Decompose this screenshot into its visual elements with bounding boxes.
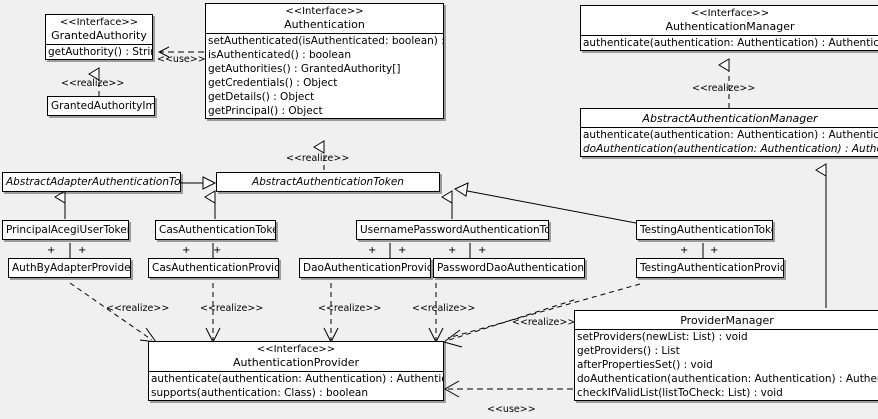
- edge-label-realize-cas-authentication-provider: <<realize>>: [200, 303, 264, 314]
- operations-compartment: authenticate(authentication: Authenticat…: [581, 36, 878, 50]
- compartment-divider: [581, 127, 878, 128]
- edge-generalize-testing-authentication-token: [453, 182, 637, 224]
- class-authentication-provider[interactable]: <<Interface>> AuthenticationProvider aut…: [148, 341, 444, 401]
- class-name-label: CasAuthenticationProvider: [152, 262, 278, 274]
- operation-row: checkIfValidList(listToCheck: List) : vo…: [577, 387, 783, 399]
- class-name-label: DaoAuthenticationProvider: [303, 262, 430, 274]
- class-testing-authentication-provider[interactable]: TestingAuthenticationProvider: [636, 258, 784, 278]
- association-marker-plus: +: [710, 245, 719, 256]
- class-auth-by-adapter-provider[interactable]: AuthByAdapterProvider: [8, 258, 131, 278]
- class-name-label: PasswordDaoAuthenticationProvider: [437, 262, 584, 274]
- stereotype-label: <<Interface>>: [285, 6, 364, 17]
- edge-label-realize-abstract-authentication-token: <<realize>>: [286, 153, 350, 164]
- operation-row: getAuthority() : String: [48, 46, 152, 58]
- association-marker-plus: +: [182, 245, 191, 256]
- stereotype-label: <<Interface>>: [690, 8, 770, 19]
- class-name-label: AbstractAuthenticationManager: [642, 112, 818, 125]
- operation-row: doAuthentication(authentication: Authent…: [577, 373, 878, 385]
- class-abstract-authentication-manager[interactable]: AbstractAuthenticationManager authentica…: [580, 108, 878, 157]
- association-marker-plus: +: [448, 245, 457, 256]
- edge-label-realize-abstract-authentication-manager: <<realize>>: [692, 83, 756, 94]
- class-name-label: TestingAuthenticationToken: [640, 224, 772, 236]
- edge-label-use-provider-manager: <<use>>: [487, 404, 536, 415]
- association-marker-plus: +: [680, 245, 689, 256]
- operation-row: isAuthenticated() : boolean: [208, 49, 351, 61]
- operations-compartment: getAuthority() : String: [46, 45, 152, 59]
- association-marker-plus: +: [368, 245, 377, 256]
- edge-label-realize-granted-authority-impl: <<realize>>: [61, 78, 125, 89]
- class-name-label: GrantedAuthorityImpl: [51, 100, 154, 112]
- class-name-label: AbstractAuthenticationToken: [252, 176, 404, 188]
- operation-row: getAuthorities() : GrantedAuthority[]: [208, 63, 401, 75]
- operations-compartment: authenticate(authentication: Authenticat…: [149, 372, 443, 400]
- class-abstract-authentication-token[interactable]: AbstractAuthenticationToken: [216, 172, 440, 192]
- class-header: <<Interface>> GrantedAuthority: [46, 15, 152, 44]
- operation-row: authenticate(authentication: Authenticat…: [151, 373, 443, 385]
- compartment-divider: [575, 329, 878, 330]
- operation-row: authenticate(authentication: Authenticat…: [583, 129, 878, 141]
- compartment-divider: [206, 33, 443, 34]
- class-name-label: GrantedAuthority: [51, 29, 147, 42]
- operation-row: getCredentials() : Object: [208, 77, 338, 89]
- class-name-label: UsernamePasswordAuthenticationToken: [360, 224, 548, 236]
- operation-row: authenticate(authentication: Authenticat…: [583, 37, 878, 49]
- class-password-dao-authentication-provider[interactable]: PasswordDaoAuthenticationProvider: [433, 258, 585, 278]
- class-authentication-manager[interactable]: <<Interface>> AuthenticationManager auth…: [580, 5, 878, 51]
- edge-label-realize-dao-authentication-provider: <<realize>>: [318, 303, 382, 314]
- class-provider-manager[interactable]: ProviderManager setProviders(newList: Li…: [574, 310, 878, 401]
- compartment-divider: [149, 371, 443, 372]
- class-header: <<Interface>> AuthenticationProvider: [149, 342, 443, 371]
- class-principal-acegi-user-token[interactable]: PrincipalAcegiUserToken: [2, 220, 129, 240]
- class-name-label: AuthByAdapterProvider: [12, 262, 130, 274]
- class-granted-authority-impl[interactable]: GrantedAuthorityImpl: [47, 96, 155, 116]
- compartment-divider: [46, 44, 152, 45]
- class-header: <<Interface>> Authentication: [206, 4, 443, 33]
- operation-row: getProviders() : List: [577, 345, 680, 357]
- class-name-label: Authentication: [284, 18, 365, 31]
- association-marker-plus: +: [47, 245, 56, 256]
- class-name-label: CasAuthenticationToken: [159, 224, 275, 236]
- operation-row: doAuthentication(authentication: Authent…: [583, 143, 878, 155]
- stereotype-label: <<Interface>>: [59, 17, 139, 28]
- association-marker-plus: +: [213, 245, 222, 256]
- operation-row: afterPropertiesSet() : void: [577, 359, 713, 371]
- class-name-label: AbstractAdapterAuthenticationToken: [6, 176, 180, 188]
- class-name-label: ProviderManager: [680, 314, 774, 327]
- edge-label-realize-password-dao-authentication-provider: <<realize>>: [412, 303, 476, 314]
- edge-generalize-abstract-adapter-token: [181, 176, 217, 190]
- operation-row: getDetails() : Object: [208, 91, 315, 103]
- class-abstract-adapter-authentication-token[interactable]: AbstractAdapterAuthenticationToken: [2, 172, 181, 192]
- operation-row: setProviders(newList: List) : void: [577, 331, 748, 343]
- class-authentication[interactable]: <<Interface>> Authentication setAuthenti…: [205, 3, 444, 119]
- operations-compartment: authenticate(authentication: Authenticat…: [581, 128, 878, 156]
- class-name-label: PrincipalAcegiUserToken: [6, 224, 128, 236]
- edge-label-realize-provider-manager: <<realize>>: [512, 317, 576, 328]
- operation-row: setAuthenticated(isAuthenticated: boolea…: [208, 35, 443, 47]
- class-username-password-authentication-token[interactable]: UsernamePasswordAuthenticationToken: [356, 220, 549, 240]
- operations-compartment: setProviders(newList: List) : void getPr…: [575, 330, 878, 400]
- stereotype-label: <<Interface>>: [256, 344, 336, 355]
- class-testing-authentication-token[interactable]: TestingAuthenticationToken: [636, 220, 773, 240]
- association-marker-plus: +: [398, 245, 407, 256]
- edge-label-realize-auth-by-adapter-provider: <<realize>>: [106, 303, 170, 314]
- operation-row: getPrincipal() : Object: [208, 105, 323, 117]
- operation-row: supports(authentication: Class) : boolea…: [151, 387, 368, 399]
- class-header: <<Interface>> AuthenticationManager: [581, 6, 878, 35]
- class-cas-authentication-provider[interactable]: CasAuthenticationProvider: [148, 258, 279, 278]
- operations-compartment: setAuthenticated(isAuthenticated: boolea…: [206, 34, 443, 118]
- class-name-label: AuthenticationManager: [665, 20, 795, 33]
- class-header: ProviderManager: [575, 311, 878, 329]
- edge-label-use-granted-authority: <<use>>: [157, 54, 206, 65]
- class-cas-authentication-token[interactable]: CasAuthenticationToken: [155, 220, 276, 240]
- class-name-label: AuthenticationProvider: [232, 356, 360, 369]
- class-dao-authentication-provider[interactable]: DaoAuthenticationProvider: [299, 258, 431, 278]
- edge-use-provider-manager: [443, 380, 573, 398]
- class-header: AbstractAuthenticationManager: [581, 109, 878, 127]
- class-name-label: TestingAuthenticationProvider: [640, 262, 783, 274]
- compartment-divider: [581, 35, 878, 36]
- association-marker-plus: +: [78, 245, 87, 256]
- class-granted-authority[interactable]: <<Interface>> GrantedAuthority getAuthor…: [45, 14, 153, 60]
- association-marker-plus: +: [478, 245, 487, 256]
